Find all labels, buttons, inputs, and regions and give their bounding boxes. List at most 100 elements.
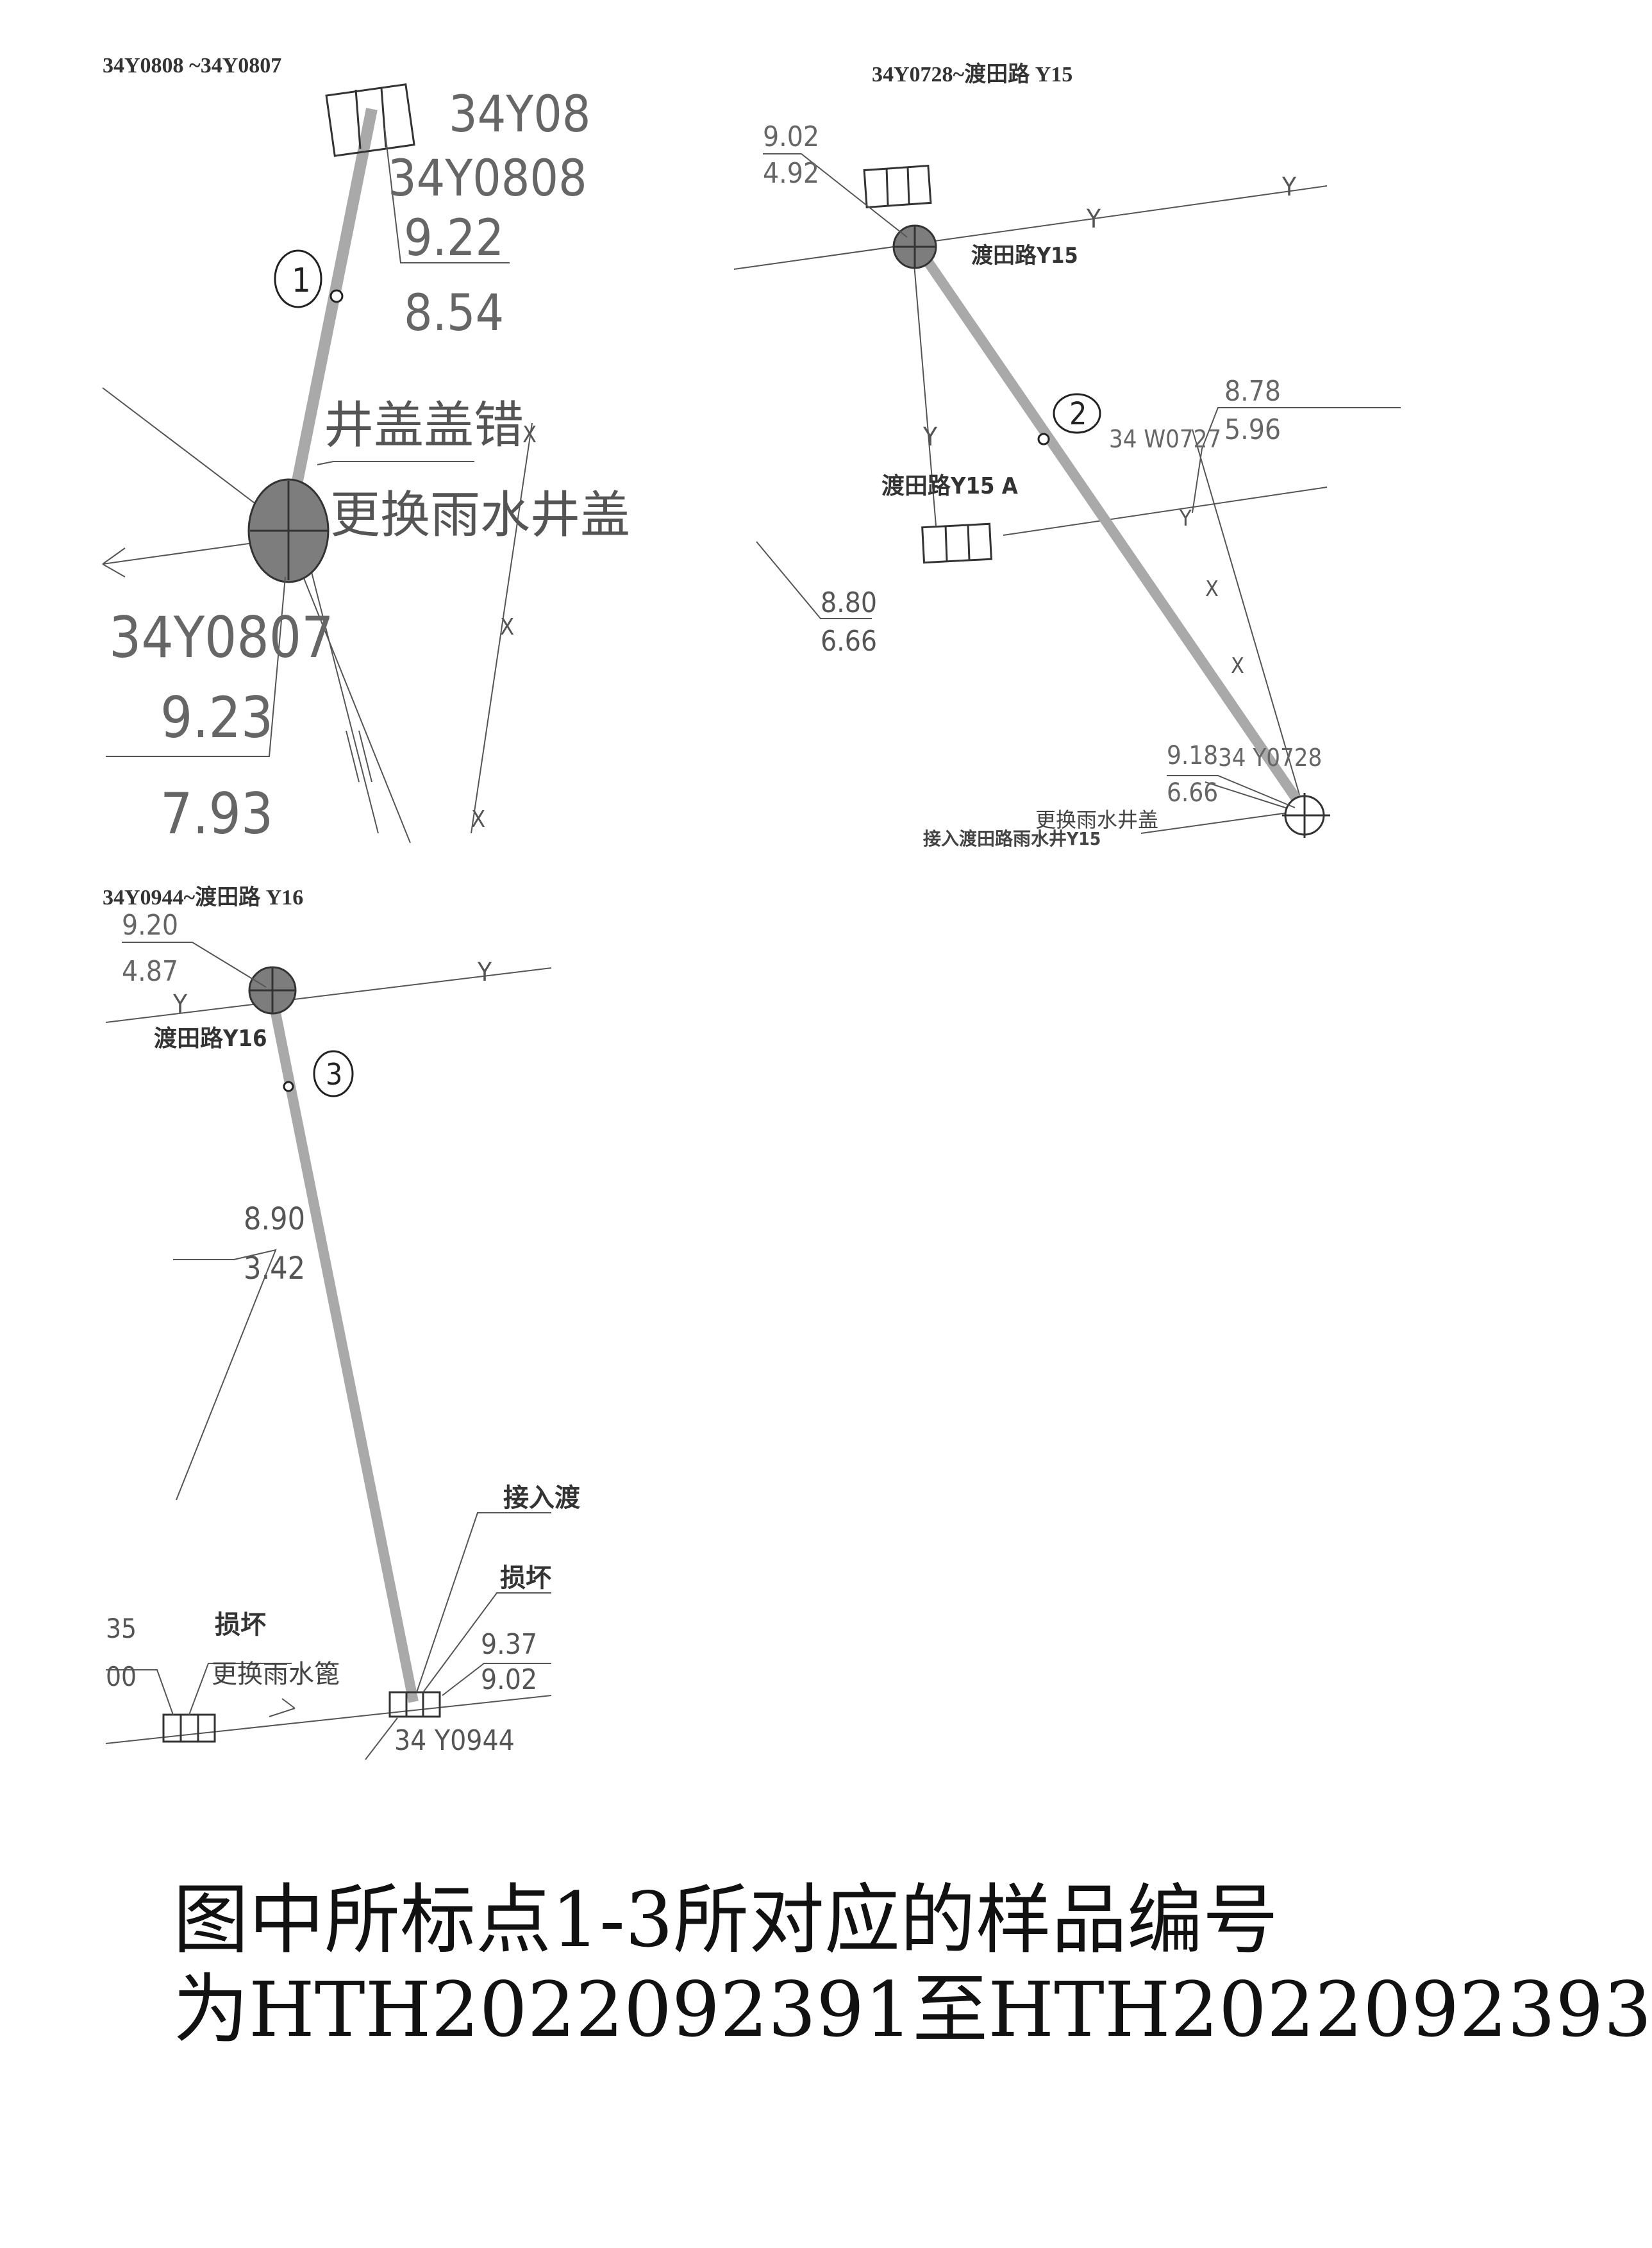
manhole-y15 <box>892 224 937 269</box>
label-bottom-invert: 6.66 <box>1167 778 1218 808</box>
pipe-segment-main <box>267 995 419 1703</box>
leader-bottom-elev <box>1167 775 1296 808</box>
line-marker-y: Y <box>1086 204 1101 234</box>
note-broken: 损坏 <box>215 1610 266 1640</box>
leader-bottom <box>1205 781 1302 813</box>
label-34Y0808-invert: 8.54 <box>404 285 504 342</box>
arrow-mark <box>269 1708 296 1717</box>
label-bottom-ground: 9.37 <box>481 1628 537 1661</box>
leader-grate <box>188 1663 292 1715</box>
panel-3: 34Y0944~渡田路 Y16 Y Y <box>0 859 641 1769</box>
label-34Y0807-ground: 9.23 <box>160 685 273 751</box>
line-marker-x: X <box>471 806 485 833</box>
label-top-invert: 4.92 <box>763 157 819 190</box>
arrow-head <box>102 547 126 565</box>
arrow-head <box>102 563 126 578</box>
arrow-mark <box>346 730 360 783</box>
panel-2-drawing: Y Y Y Y X X <box>733 121 1401 849</box>
leader-left-elev <box>106 1669 174 1715</box>
panel-1-drawing: X X X 34Y08 34Y0808 9.22 8.54 井盖盖错 更换雨水井… <box>102 83 630 847</box>
pipe-segment-main <box>283 108 378 527</box>
label-bottom-invert: 9.02 <box>481 1663 537 1696</box>
pipe-line-bottom <box>1140 810 1302 834</box>
label-34Y0807-invert: 7.93 <box>160 781 273 847</box>
label-34Y0728: 34 Y0728 <box>1218 744 1322 772</box>
arrow-mark <box>281 1698 296 1709</box>
leader-mid <box>173 1249 277 1501</box>
well-box-top <box>863 164 932 209</box>
label-34Y0944: 34 Y0944 <box>394 1724 515 1757</box>
label-w0727-ground: 8.78 <box>1224 375 1281 408</box>
line-marker-y: Y <box>1179 506 1192 531</box>
panel-1-title: 34Y0808 ~34Y0807 <box>103 54 282 78</box>
note-replace-cover: 更换雨水井盖 <box>1035 808 1158 832</box>
caption-line-1: 图中所标点1-3所对应的样品编号 <box>173 1876 1279 1964</box>
label-top-ground: 9.02 <box>763 121 819 153</box>
panel-1: 34Y0808 ~34Y0807 X X X 3 <box>0 0 641 859</box>
arrow-line <box>365 1717 398 1760</box>
label-top-ground: 9.20 <box>122 909 178 942</box>
label-left-invert: 6.66 <box>821 625 877 658</box>
label-top-well: 34Y08 <box>449 86 590 144</box>
line-marker-x: X <box>500 614 514 640</box>
label-well-y15a: 渡田路Y15 A <box>881 473 1018 499</box>
label-w0727-invert: 5.96 <box>1224 413 1281 446</box>
sample-point-2: 2 <box>1037 393 1101 445</box>
note-replace-grate: 更换雨水篦 <box>212 1660 340 1689</box>
well-box-left <box>162 1713 216 1743</box>
manhole-34Y0807 <box>247 478 330 583</box>
road-line-y <box>733 185 1328 270</box>
branch-line-y15a <box>913 256 937 526</box>
line-marker-y: Y <box>172 990 188 1019</box>
arrow-mark <box>358 730 372 783</box>
label-mid-ground: 8.90 <box>244 1201 305 1237</box>
label-bottom-ground: 9.18 <box>1167 741 1218 770</box>
label-34Y0807-id: 34Y0807 <box>109 604 334 670</box>
manhole-34Y0728 <box>1282 793 1330 838</box>
pipe-line-x <box>1192 429 1302 802</box>
leader-34Y0807 <box>106 576 286 757</box>
label-left-ground: 8.80 <box>821 587 877 619</box>
label-34Y0808-ground: 9.22 <box>404 210 504 267</box>
line-marker-y: Y <box>1281 172 1297 202</box>
line-marker-y: Y <box>922 422 938 452</box>
label-mid-invert: 3.42 <box>244 1251 305 1286</box>
note-connect-y15: 接入渡田路雨水井Y15 <box>923 828 1101 849</box>
leader-left <box>756 541 872 619</box>
label-34Y0808-id: 34Y0808 <box>388 150 587 208</box>
pipe-segment-main <box>915 247 1309 814</box>
leader-note <box>317 461 474 465</box>
leader-34Y0808 <box>384 128 510 263</box>
line-marker-x: X <box>1205 576 1219 602</box>
note-wrong-cover: 井盖盖错 <box>324 397 524 454</box>
line-marker-x: X <box>1231 653 1244 679</box>
road-line-y <box>105 967 552 1023</box>
label-well-y16: 渡田路Y16 <box>154 1026 267 1052</box>
line-marker-x: X <box>522 422 537 448</box>
caption-line-2: 为HTH2022092391至HTH2022092393 <box>173 1965 1652 2054</box>
pipe-line-thin <box>285 531 411 844</box>
svg-text:3: 3 <box>326 1057 342 1092</box>
leader-w0727 <box>1192 407 1401 513</box>
panel-3-title: 34Y0944~渡田路 Y16 <box>103 886 304 910</box>
sample-point-3: 3 <box>283 1050 354 1097</box>
well-box-y15a <box>921 522 992 564</box>
label-left-ground: 35 <box>106 1613 137 1644</box>
svg-text:2: 2 <box>1069 396 1087 432</box>
leader-damage <box>422 1592 551 1693</box>
leader-top <box>763 153 908 238</box>
note-connect: 接入渡 <box>503 1483 580 1513</box>
svg-text:1: 1 <box>292 262 311 300</box>
panel-3-drawing: Y Y <box>105 909 580 1760</box>
label-w0727: 34 W0727 <box>1109 425 1221 453</box>
leader-elev <box>442 1663 551 1696</box>
sample-point-1: 1 <box>274 249 344 308</box>
note-damage: 损坏 <box>500 1563 551 1593</box>
label-well-y15: 渡田路Y15 <box>971 243 1078 269</box>
leader-top <box>122 942 267 988</box>
label-left-invert: 00 <box>106 1661 137 1692</box>
label-top-invert: 4.87 <box>122 955 178 988</box>
well-box-34Y0944 <box>388 1691 441 1718</box>
road-line-lower <box>1003 487 1328 536</box>
manhole-y16 <box>248 966 297 1015</box>
